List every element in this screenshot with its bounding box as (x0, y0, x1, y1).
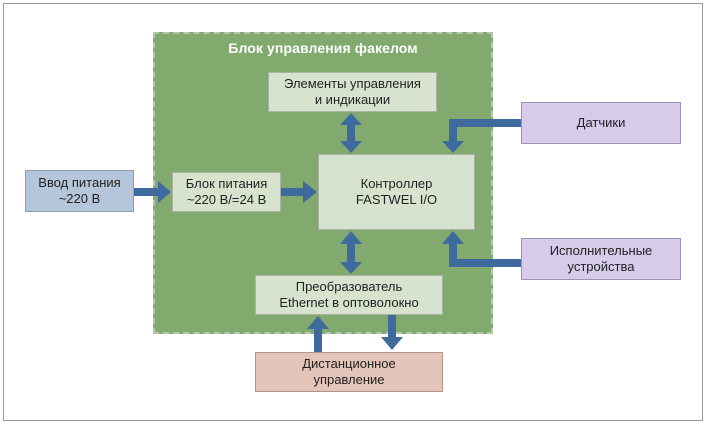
arrow-converter-to-remote (381, 315, 403, 350)
arrow-controller-converter (340, 231, 362, 274)
controller-label: Контроллер FASTWEL I/O (355, 176, 438, 207)
controls-indication-box: Элементы управления и индикации (268, 72, 437, 112)
converter-box: Преобразователь Ethernet в оптоволокно (255, 275, 443, 315)
arrow-power-input-to-psu (134, 181, 171, 203)
controls-indication-label: Элементы управления и индикации (284, 76, 421, 107)
remote-control-label: Дистанционное управление (302, 356, 396, 387)
power-supply-label: Блок питания ~220 В/=24 В (185, 176, 268, 207)
remote-control-box: Дистанционное управление (255, 352, 443, 392)
arrow-remote-to-converter (307, 316, 329, 352)
sensors-label: Датчики (576, 115, 626, 130)
arrow-sensors-to-controller (442, 119, 521, 153)
panel-title: Блок управления факелом (228, 40, 418, 56)
sensors-box: Датчики (521, 102, 681, 144)
power-input-box: Ввод питания ~220 В (25, 170, 134, 212)
power-supply-box: Блок питания ~220 В/=24 В (172, 172, 281, 212)
converter-label: Преобразователь Ethernet в оптоволокно (279, 279, 419, 310)
power-input-label: Ввод питания ~220 В (38, 175, 121, 206)
controller-box: Контроллер FASTWEL I/O (318, 154, 475, 230)
arrow-psu-to-controller (281, 181, 317, 203)
actuators-box: Исполнительные устройства (521, 238, 681, 280)
arrow-controls-controller (340, 113, 362, 153)
arrow-controller-to-actuators (442, 231, 521, 267)
actuators-label: Исполнительные устройства (549, 243, 653, 274)
